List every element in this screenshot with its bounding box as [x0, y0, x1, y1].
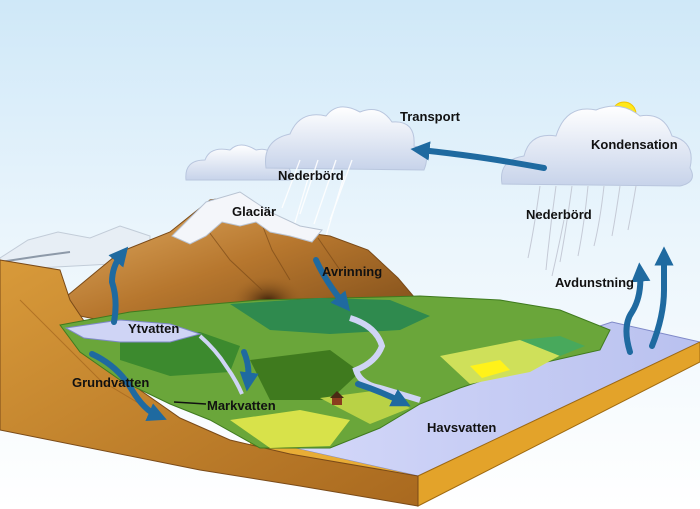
glacier	[171, 191, 323, 245]
label-transport: Transport	[400, 109, 461, 124]
field-yellow-2	[470, 360, 510, 378]
arrow-icon	[89, 141, 674, 422]
label-havsvatten: Havsvatten	[427, 420, 496, 435]
soil-layer-line	[19, 299, 151, 411]
markvatten-pointer	[173, 401, 207, 405]
label-kondensation: Kondensation	[591, 137, 678, 152]
label-grundvatten: Grundvatten	[72, 375, 149, 390]
forest-patch-3	[250, 350, 360, 400]
cloud-icon	[500, 105, 693, 187]
forest-patch	[230, 298, 430, 334]
rain-right	[527, 185, 637, 277]
label-markvatten: Markvatten	[207, 398, 276, 413]
label-nederbord-right: Nederbörd	[526, 207, 592, 222]
label-avdunstning: Avdunstning	[555, 275, 634, 290]
field-yellow-3	[230, 410, 350, 448]
house-icon	[330, 391, 344, 405]
rain-left	[281, 159, 353, 237]
label-nederbord-left: Nederbörd	[278, 168, 344, 183]
field-light	[520, 336, 585, 356]
distant-ridge-line	[0, 251, 71, 263]
field-yellow	[440, 340, 570, 384]
label-glaciar: Glaciär	[232, 204, 276, 219]
river-2	[198, 334, 244, 395]
label-ytvatten: Ytvatten	[128, 321, 179, 336]
label-avrinning: Avrinning	[322, 264, 382, 279]
lake	[64, 319, 202, 343]
soil-cross-section	[0, 259, 419, 507]
